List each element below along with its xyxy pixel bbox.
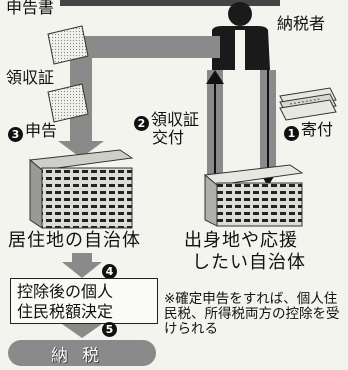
payment-pill: 納税 <box>8 340 156 366</box>
deduction-result-box: 控除後の個人 住民税額決定 <box>10 278 158 324</box>
receipt-doc-label: 領収証 <box>6 68 55 87</box>
paper-document-icon <box>47 25 89 65</box>
step5-badge-wrap: 5 <box>102 318 119 337</box>
origin-municipality-line1: 出身地や応援 <box>184 230 298 251</box>
step1-badge: 1 <box>284 126 299 141</box>
step2-badge: 2 <box>134 116 149 131</box>
arrow-step2 <box>206 70 224 175</box>
step1-text: 寄付 <box>301 120 334 139</box>
taxpayer-label: 納税者 <box>277 14 326 33</box>
paper-document-icon <box>47 83 89 123</box>
person-icon <box>212 2 270 70</box>
step3-badge: 3 <box>8 127 23 142</box>
arrow-step4 <box>62 253 102 278</box>
step5-badge: 5 <box>102 322 117 337</box>
step3-text: 申告 <box>25 121 58 140</box>
home-municipality-label: 居住地の自治体 <box>8 230 141 251</box>
origin-municipality-line2: したい自治体 <box>192 252 306 273</box>
office-building-icon <box>203 164 304 227</box>
step4-badge-wrap: 4 <box>102 260 119 279</box>
office-building-icon <box>28 149 134 229</box>
step2-line2: 交付 <box>152 128 185 147</box>
deduction-box-line1: 控除後の個人 <box>17 282 114 301</box>
step4-badge: 4 <box>102 264 117 279</box>
note-text: ※確定申告をすれば、個人住民税、所得税両方の控除を受けられる <box>164 291 340 337</box>
step2-line1: 領収証 <box>151 110 200 129</box>
deduction-box-line2: 住民税額決定 <box>17 302 114 321</box>
declaration-doc-label: 申告書 <box>6 0 55 17</box>
banknote-stack-icon <box>279 87 337 121</box>
title-partial-strip <box>60 0 280 6</box>
